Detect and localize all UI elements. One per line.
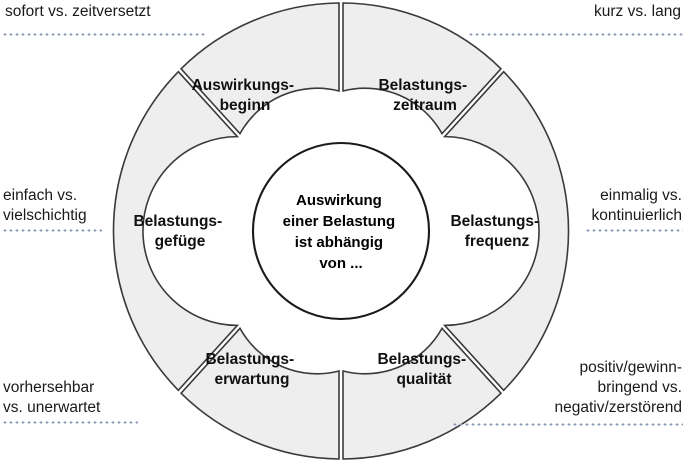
segment-belastungsqualitaet[interactable]: [342, 326, 503, 460]
segment-label-auswirkungsbeginn: Auswirkungs- beginn: [192, 77, 299, 114]
annotation-belastungszeitraum: kurz vs. lang: [593, 3, 681, 20]
annotation-rule-belastungsgefuege: [2, 229, 102, 232]
annotation-belastungsqualitaet: positiv/gewinn- bringend vs. negativ/zer…: [554, 359, 682, 416]
annotation-rule-belastungszeitraum: [468, 33, 683, 36]
annotation-auswirkungsbeginn: sofort vs. zeitversetzt: [5, 3, 151, 20]
segment-label-belastungsfrequenz: Belastungs- frequenz: [450, 213, 543, 250]
center-hub-text: Auswirkung einer Belastung ist abhängig …: [283, 192, 400, 272]
segment-label-belastungsgefuege: Belastungs- gefüge: [133, 213, 226, 250]
segment-belastungszeitraum[interactable]: [342, 2, 503, 136]
segment-label-belastungszeitraum: Belastungs- zeitraum: [378, 77, 471, 114]
annotation-rule-belastungsfrequenz: [585, 229, 683, 232]
annotation-rule-auswirkungsbeginn: [2, 33, 206, 36]
segment-belastungserwartung[interactable]: [179, 326, 340, 460]
annotation-rule-belastungsqualitaet: [452, 423, 683, 426]
segment-belastungsgefuege[interactable]: [112, 70, 240, 392]
wheel-segments: [112, 2, 570, 460]
segment-auswirkungsbeginn[interactable]: [179, 2, 340, 136]
segment-label-belastungserwartung: Belastungs- erwartung: [205, 351, 298, 388]
annotation-rule-belastungserwartung: [2, 421, 138, 424]
annotation-belastungsfrequenz: einmalig vs. kontinuierlich: [591, 187, 682, 224]
annotation-belastungserwartung: vorhersehbar vs. unerwartet: [3, 379, 101, 416]
annotation-belastungsgefuege: einfach vs. vielschichtig: [3, 187, 87, 224]
segment-labels: Auswirkungs- beginn Belastungs- zeitraum…: [133, 77, 543, 388]
segment-belastungsfrequenz[interactable]: [442, 70, 570, 392]
segment-label-belastungsqualitaet: Belastungs- qualität: [377, 351, 470, 388]
center-hub: [251, 141, 431, 321]
